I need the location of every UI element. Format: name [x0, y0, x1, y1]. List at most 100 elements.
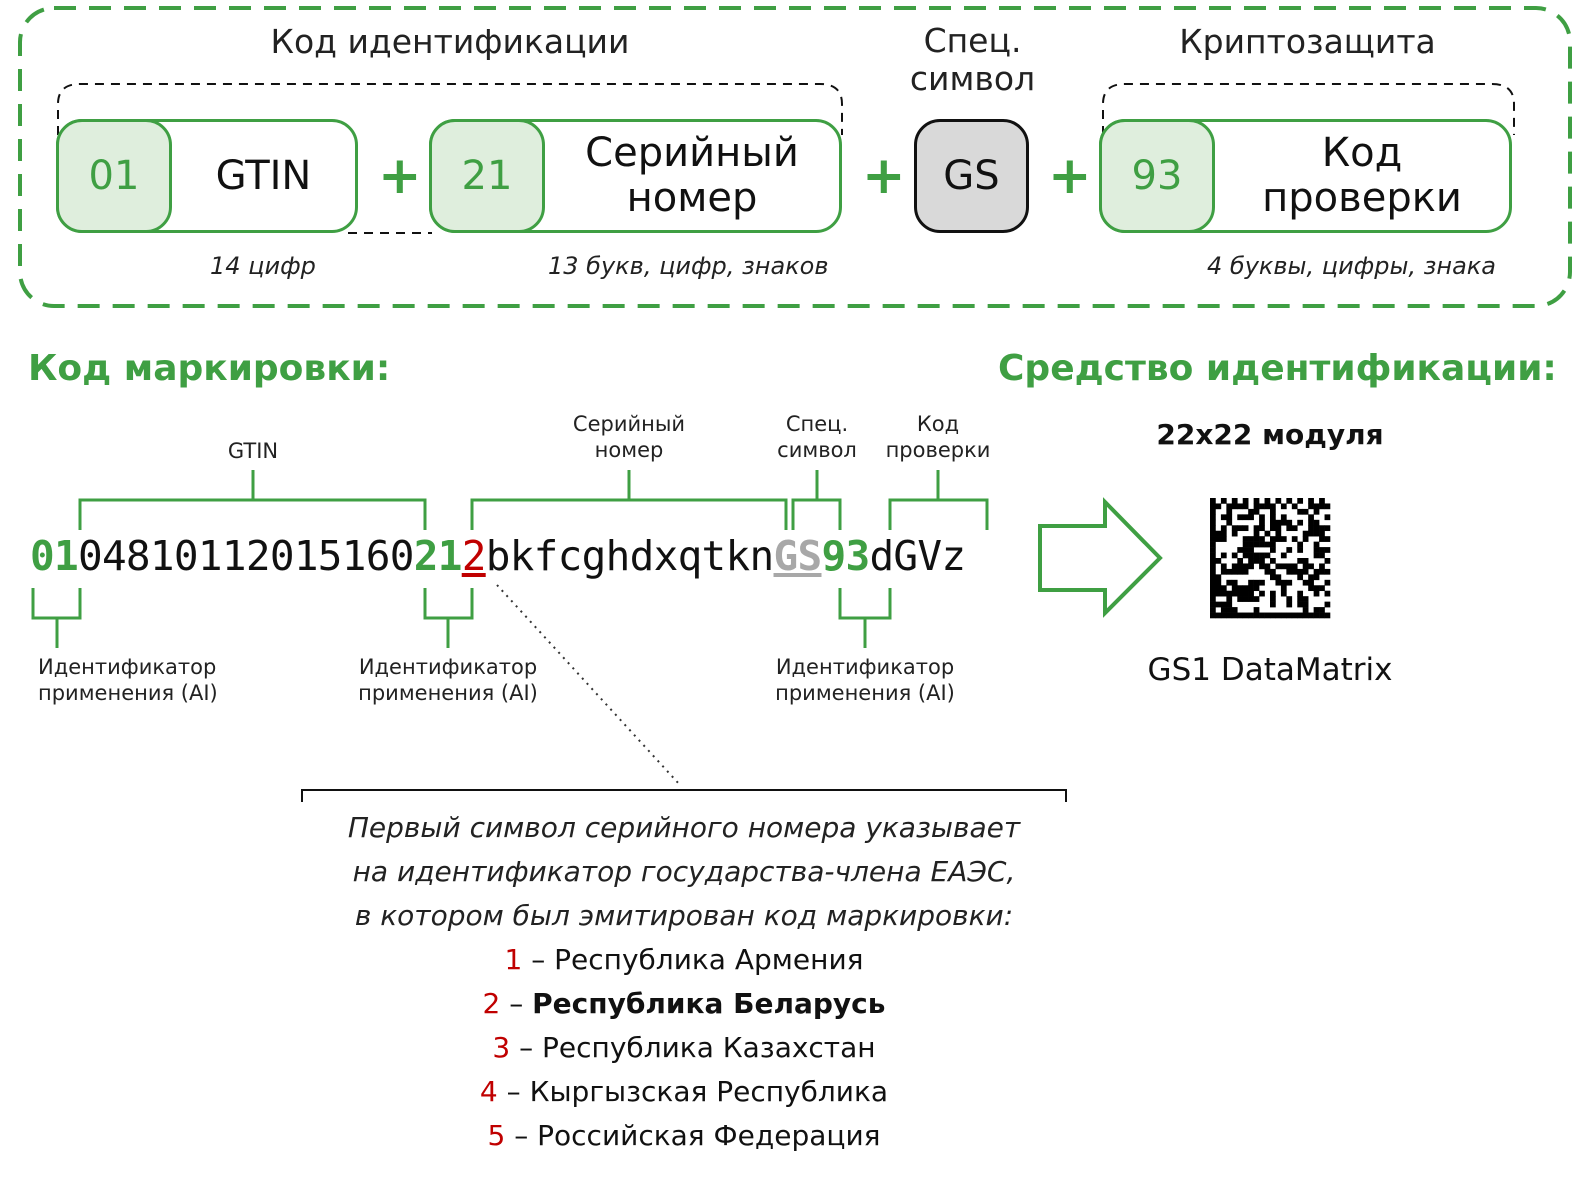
barcode-module: [1253, 552, 1260, 559]
barcode-module: [1220, 525, 1227, 532]
barcode-module: [1259, 552, 1265, 559]
barcode-module: [1308, 579, 1314, 586]
check-top-bracket: [888, 470, 989, 530]
barcode-module: [1324, 547, 1331, 553]
barcode-module: [1226, 590, 1233, 597]
barcode-module: [1248, 590, 1254, 597]
plus-sign-3: +: [1048, 146, 1092, 206]
barcode-module: [1319, 503, 1325, 510]
barcode-module: [1324, 558, 1331, 564]
code-serial: bkfcghdxqtkn: [485, 532, 775, 580]
barcode-module: [1308, 498, 1314, 504]
country-dash: –: [510, 1031, 543, 1064]
barcode-module: [1270, 547, 1276, 553]
ai1-bottom-bracket: [31, 588, 82, 648]
barcode-module: [1220, 563, 1227, 570]
check-note: 4 буквы, цифры, знака: [1207, 252, 1497, 280]
barcode-module: [1259, 503, 1265, 510]
barcode-module: [1237, 503, 1244, 510]
country-item-2: 2 – Республика Беларусь: [284, 982, 1084, 1026]
barcode-module: [1210, 579, 1216, 586]
barcode-module: [1313, 585, 1320, 592]
barcode-module: [1231, 612, 1238, 619]
barcode-module: [1324, 601, 1331, 608]
barcode-module: [1280, 563, 1287, 570]
barcode-module: [1215, 585, 1222, 592]
barcode-module: [1264, 503, 1271, 510]
code-ai-93: 93: [821, 532, 870, 580]
barcode-module: [1215, 574, 1222, 581]
barcode-module: [1215, 612, 1222, 619]
barcode-module: [1313, 503, 1320, 510]
barcode-module: [1319, 552, 1325, 559]
barcode-module: [1324, 514, 1331, 521]
barcode-module: [1242, 596, 1249, 602]
barcode-module: [1302, 563, 1309, 570]
barcode-module: [1220, 585, 1227, 592]
explanation-bracket: [301, 789, 1067, 802]
datamatrix-barcode: [1210, 498, 1331, 619]
identification-means-title: Средство идентификации:: [998, 348, 1557, 389]
barcode-module: [1210, 552, 1216, 559]
marking-code-title: Код маркировки:: [28, 348, 391, 389]
barcode-module: [1297, 519, 1304, 526]
barcode-module: [1231, 552, 1238, 559]
barcode-module: [1319, 563, 1325, 570]
check-caption: Код проверки: [885, 412, 991, 463]
barcode-module: [1231, 563, 1238, 570]
barcode-module: [1308, 525, 1314, 532]
barcode-module: [1215, 530, 1222, 537]
barcode-module: [1210, 596, 1216, 602]
country-name: Российская Федерация: [537, 1119, 881, 1152]
barcode-module: [1210, 525, 1216, 532]
barcode-module: [1324, 590, 1331, 597]
barcode-module: [1226, 508, 1233, 515]
barcode-module: [1237, 514, 1244, 521]
barcode-module: [1275, 563, 1282, 570]
barcode-module: [1286, 519, 1293, 526]
crypto-header: Криптозащита: [1179, 22, 1436, 61]
barcode-module: [1291, 503, 1298, 510]
barcode-module: [1259, 590, 1265, 597]
barcode-module: [1286, 547, 1293, 553]
country-item-1: 1 – Республика Армения: [284, 938, 1084, 982]
barcode-module: [1308, 503, 1314, 510]
barcode-module: [1210, 514, 1216, 521]
barcode-module: [1302, 607, 1309, 613]
country-dash: –: [505, 1119, 538, 1152]
barcode-module: [1237, 568, 1244, 575]
serial-label: Серийный номер: [585, 130, 799, 221]
barcode-module: [1253, 596, 1260, 602]
barcode-module: [1253, 612, 1260, 619]
barcode-module: [1220, 536, 1227, 542]
barcode-module: [1253, 503, 1260, 510]
barcode-module: [1215, 558, 1222, 564]
barcode-module: [1220, 601, 1227, 608]
explanation-block: Первый символ серийного номера указывает…: [284, 806, 1084, 1158]
barcode-module: [1231, 503, 1238, 510]
barcode-module: [1215, 590, 1222, 597]
barcode-module: [1270, 508, 1276, 515]
barcode-module: [1324, 525, 1331, 532]
barcode-module: [1275, 574, 1282, 581]
code-country-digit: 2: [461, 532, 487, 580]
barcode-module: [1270, 503, 1276, 510]
barcode-module: [1210, 601, 1216, 608]
country-number: 3: [492, 1031, 511, 1064]
barcode-module: [1215, 579, 1222, 586]
barcode-module: [1324, 612, 1331, 619]
barcode-module: [1324, 579, 1331, 586]
barcode-module: [1248, 514, 1254, 521]
ai2-bottom-bracket: [423, 588, 474, 648]
barcode-module: [1291, 536, 1298, 542]
barcode-module: [1220, 612, 1227, 619]
barcode-module: [1220, 590, 1227, 597]
barcode-module: [1248, 579, 1254, 586]
barcode-module: [1297, 558, 1304, 564]
barcode-module: [1242, 541, 1249, 548]
barcode-module: [1291, 563, 1298, 570]
barcode-module: [1302, 612, 1309, 619]
barcode-module: [1313, 612, 1320, 619]
barcode-module: [1302, 530, 1309, 537]
